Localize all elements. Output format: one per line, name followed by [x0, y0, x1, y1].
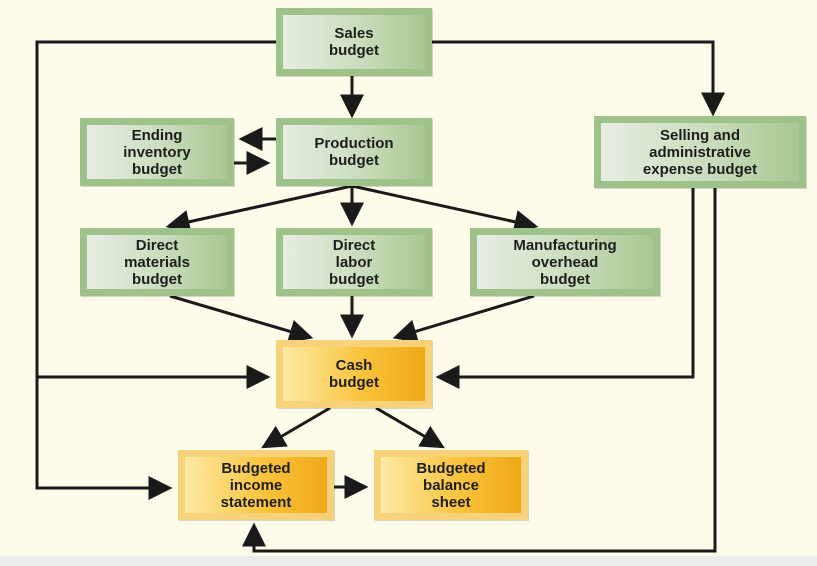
arrow-cash-to-balance-sheet	[375, 406, 445, 449]
arrow-selling-admin-to-income-statement	[242, 188, 717, 553]
production-budget-node: Production budget	[276, 118, 432, 186]
budgeted-income-statement-node: Budgeted income statement	[178, 450, 334, 520]
arrow-mfg-overhead-to-cash	[392, 294, 535, 343]
arrow-sales-to-selling-admin	[432, 40, 725, 117]
budgeted-balance-sheet-node: Budgeted balance sheet	[374, 450, 528, 520]
arrow-sales-left-loop	[35, 40, 276, 500]
arrow-production-to-mfg-overhead	[351, 184, 539, 234]
arrow-selling-admin-to-cash	[435, 188, 695, 389]
arrow-production-to-direct-materials	[165, 184, 353, 234]
cash-budget-node: Cash budget	[276, 340, 432, 408]
arrow-cash-to-income-statement	[261, 406, 331, 449]
sales-budget-node: Sales budget	[276, 8, 432, 76]
direct-materials-budget-node: Direct materials budget	[80, 228, 234, 296]
manufacturing-overhead-budget-node: Manufacturing overhead budget	[470, 228, 660, 296]
ending-inventory-budget-node: Ending inventory budget	[80, 118, 234, 186]
bottom-strip	[0, 556, 817, 566]
arrow-direct-materials-to-cash	[169, 294, 314, 343]
selling-admin-budget-node: Selling and administrative expense budge…	[594, 116, 806, 188]
direct-labor-budget-node: Direct labor budget	[276, 228, 432, 296]
